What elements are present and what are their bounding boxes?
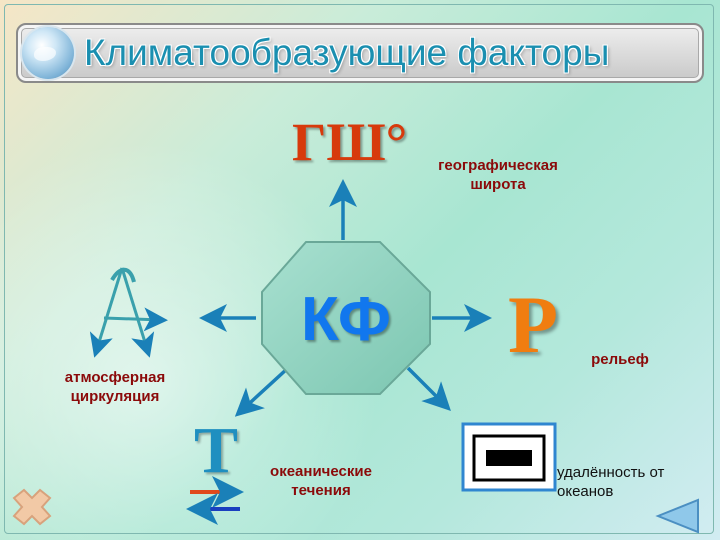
latitude-label: географическая широта [438,157,558,193]
back-arrow-icon[interactable] [655,498,699,534]
atmosphere-letter-icon [89,267,168,358]
page-title: Климатообразующие факторы [84,32,610,73]
title-bar [16,23,704,83]
globe-icon [22,27,74,79]
currents-arrows-icon [186,476,244,525]
ocean-distance-icon [461,422,557,492]
atmosphere-label: атмосферная циркуляция [64,369,166,405]
arrow-down-right [406,366,451,411]
relief-symbol: Р [508,279,559,370]
center-label: КФ [301,285,391,354]
relief-label: рельеф [591,351,649,368]
close-x-icon[interactable] [12,488,52,526]
center-octagon [261,241,431,395]
oceans-label: удалённость от океанов [557,464,665,500]
slide-frame [4,4,714,534]
currents-symbol: Т [194,414,239,487]
arrow-down-left [234,366,290,417]
latitude-symbol: ГШ° [292,112,408,172]
currents-label: океанические течения [270,463,372,499]
